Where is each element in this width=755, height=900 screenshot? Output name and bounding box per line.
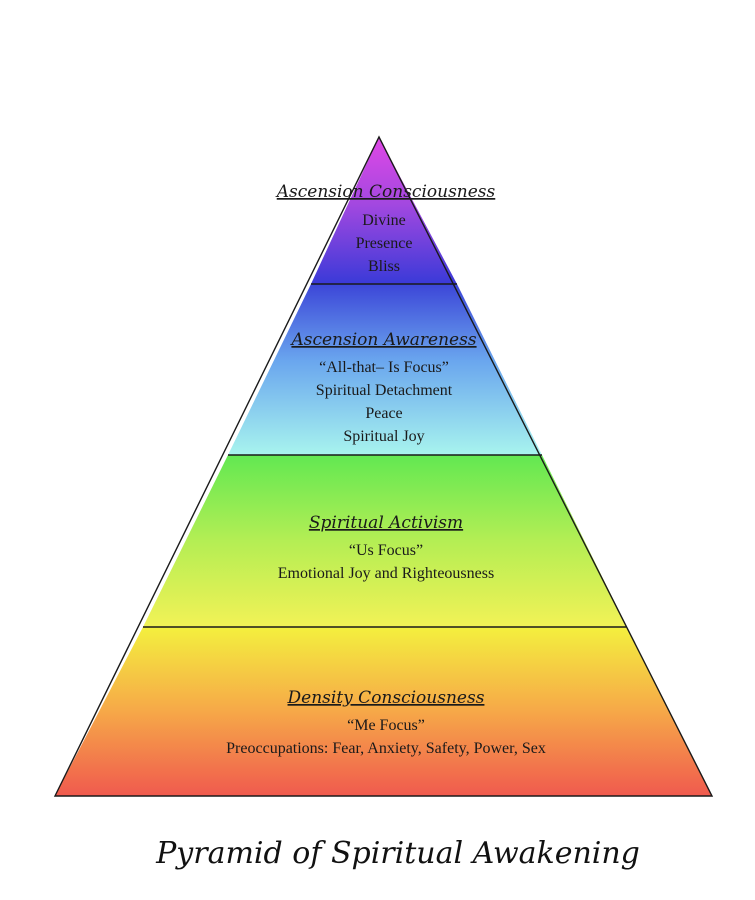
tier-text-line: Bliss: [368, 258, 400, 275]
tier-activism-band: [143, 455, 627, 627]
tier-text-line: “Me Focus”: [347, 717, 425, 734]
tier-text-line: Peace: [365, 405, 402, 422]
tier-density-band: [55, 627, 712, 796]
tier-text-line: “Us Focus”: [349, 542, 423, 559]
tier-apex-band: [311, 137, 457, 284]
diagram-title: Pyramid of Spiritual Awakening: [155, 836, 640, 871]
pyramid-outline: [53, 135, 714, 797]
tier-text-line: Presence: [356, 235, 413, 252]
tier-text-line: Emotional Joy and Righteousness: [278, 565, 494, 582]
tier-text-line: “All-that– Is Focus”: [319, 359, 449, 376]
tier-text-line: Spiritual Detachment: [316, 382, 453, 399]
tier-text-line: Spiritual Joy: [343, 428, 424, 445]
tier-heading: Ascension Consciousness: [275, 182, 496, 202]
tier-text-line: Preoccupations: Fear, Anxiety, Safety, P…: [226, 740, 546, 757]
tier-text-line: Divine: [362, 212, 406, 229]
tier-heading: Ascension Awareness: [289, 330, 476, 350]
tier-awareness-band: [228, 284, 542, 455]
tier-heading: Density Consciousness: [287, 688, 485, 708]
tier-heading: Spiritual Activism: [309, 513, 463, 533]
